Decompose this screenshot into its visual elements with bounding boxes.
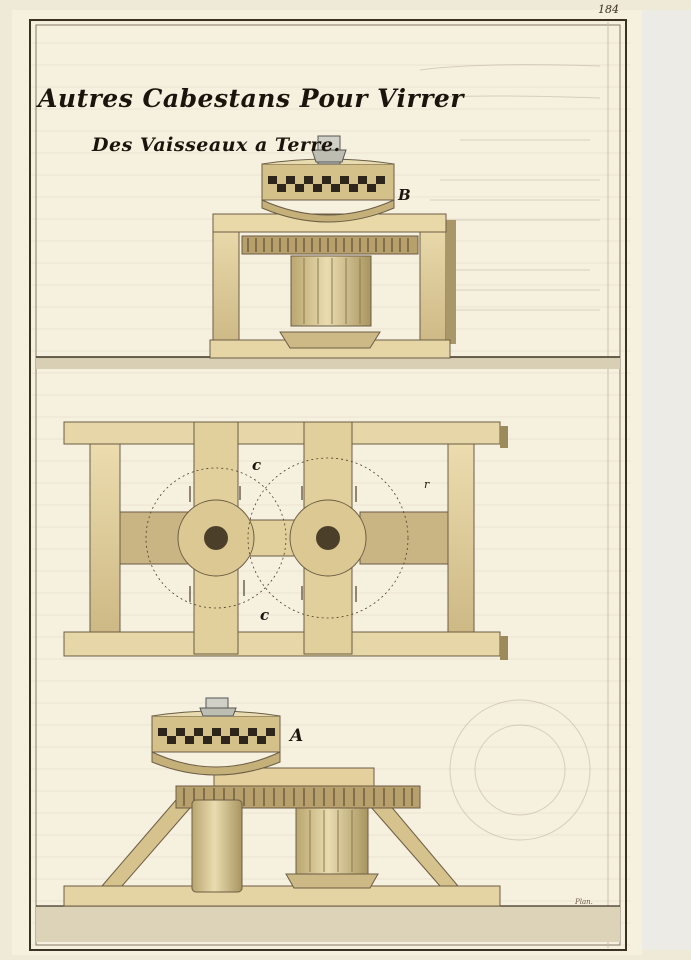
ground-band-top xyxy=(36,357,620,369)
title-line-1: Autres Cabestans Pour Virrer xyxy=(38,84,464,113)
page-right-strip xyxy=(642,10,691,950)
signature: Plan. xyxy=(575,898,593,906)
page-number: 184 xyxy=(598,3,619,16)
bleed-through-text xyxy=(400,64,601,841)
capstan-plan-view xyxy=(63,421,508,660)
title-line-2: Des Vaisseaux a Terre. xyxy=(92,134,341,156)
label-c-top: c xyxy=(252,456,262,474)
ground-band-bottom xyxy=(36,906,620,942)
label-A: A xyxy=(290,726,304,746)
capstan-top-elevation xyxy=(209,135,456,359)
capstan-bottom-elevation xyxy=(63,697,501,907)
inner-border xyxy=(35,24,621,946)
label-c-bottom: c xyxy=(260,606,270,624)
label-r: r xyxy=(424,478,430,491)
label-B: B xyxy=(398,186,411,204)
outer-border xyxy=(29,19,627,951)
